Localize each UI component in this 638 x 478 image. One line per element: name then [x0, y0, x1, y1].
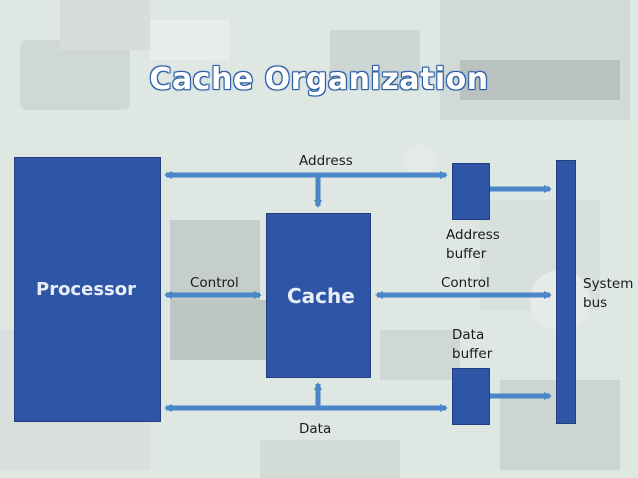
system-bus-label: System bus — [583, 275, 633, 313]
cache-block — [266, 213, 371, 378]
system-bus-bar — [556, 160, 576, 424]
system-bus-label-line1: System — [583, 276, 634, 292]
data-buffer-label-line1: Data — [452, 327, 485, 343]
processor-block — [14, 157, 161, 422]
processor-label: Processor — [36, 279, 136, 300]
data-buffer-block — [452, 368, 490, 425]
address-buffer-block — [452, 163, 490, 220]
data-label: Data — [299, 421, 332, 437]
data-buffer-label: Data buffer — [452, 326, 492, 364]
control-left-label: Control — [190, 275, 239, 291]
address-buffer-label-line2: buffer — [446, 246, 487, 262]
system-bus-label-line2: bus — [583, 295, 608, 311]
address-label: Address — [299, 153, 353, 169]
slide-title: Cache Organization — [149, 62, 489, 97]
address-buffer-label: Address buffer — [446, 226, 500, 264]
address-buffer-label-line1: Address — [446, 227, 500, 243]
data-buffer-label-line2: buffer — [452, 346, 493, 362]
control-right-label: Control — [441, 275, 490, 291]
cache-label: Cache — [287, 284, 355, 308]
